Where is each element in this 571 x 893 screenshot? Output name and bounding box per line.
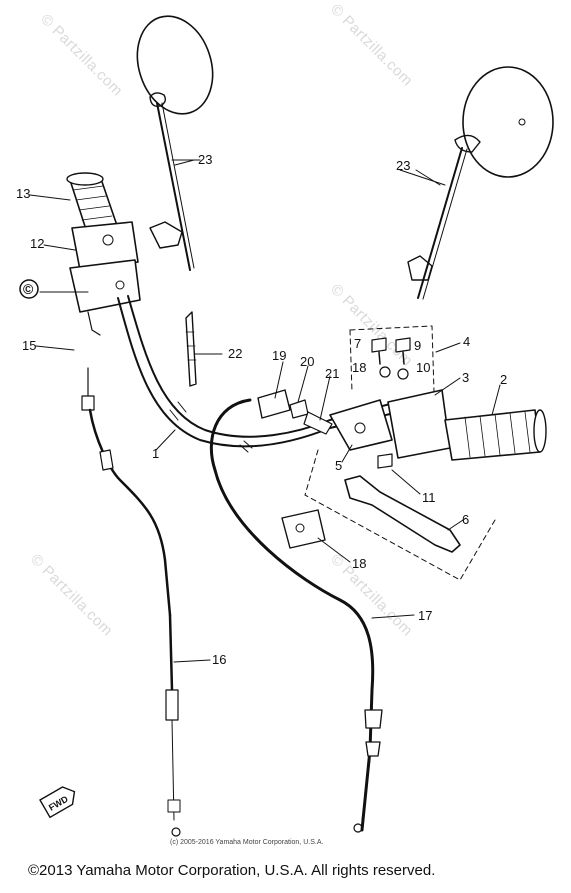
lever-holder-and-right-grip bbox=[329, 389, 547, 461]
cable-adjuster bbox=[257, 389, 333, 435]
callout-16: 16 bbox=[212, 652, 226, 667]
right-mirror bbox=[399, 66, 554, 300]
callout-21: 21 bbox=[325, 366, 339, 381]
callout-23-left: 23 bbox=[198, 152, 212, 167]
cable-tie bbox=[185, 311, 197, 387]
callout-7: 7 bbox=[354, 336, 361, 351]
callout-19: 19 bbox=[272, 348, 286, 363]
small-hardware bbox=[371, 337, 411, 469]
clutch-cable bbox=[209, 398, 383, 833]
left-mirror bbox=[136, 15, 214, 271]
callout-6: 6 bbox=[462, 512, 469, 527]
callout-10: 10 bbox=[416, 360, 430, 375]
callout-12: 12 bbox=[30, 236, 44, 251]
callout-20: 20 bbox=[300, 354, 314, 369]
callout-1: 1 bbox=[152, 446, 159, 461]
small-copyright: (c) 2005-2016 Yamaha Motor Corporation, … bbox=[170, 839, 324, 846]
footer-copyright: ©2013 Yamaha Motor Corporation, U.S.A. A… bbox=[28, 862, 436, 879]
watermark: © Partzilla.com bbox=[27, 551, 116, 640]
watermark: © Partzilla.com bbox=[327, 1, 416, 90]
callout-15: 15 bbox=[22, 338, 36, 353]
callout-3: 3 bbox=[462, 370, 469, 385]
copyright-badge: © bbox=[19, 279, 39, 299]
clutch-lever bbox=[344, 475, 461, 553]
callout-labels: 13 12 15 23 23 22 19 20 21 7 9 4 18 10 3… bbox=[16, 152, 507, 667]
watermark: © Partzilla.com bbox=[327, 551, 416, 640]
callout-2: 2 bbox=[500, 372, 507, 387]
callout-18-upper: 18 bbox=[352, 360, 366, 375]
watermark: © Partzilla.com bbox=[37, 11, 126, 100]
callout-9: 9 bbox=[414, 338, 421, 353]
handlebar bbox=[117, 295, 391, 453]
leader-lines bbox=[29, 159, 501, 663]
callout-22: 22 bbox=[228, 346, 242, 361]
callout-13: 13 bbox=[16, 186, 30, 201]
copyright-symbol: © bbox=[23, 281, 34, 297]
callout-18-lower: 18 bbox=[352, 556, 366, 571]
callout-11: 11 bbox=[422, 490, 436, 505]
callout-17: 17 bbox=[418, 608, 432, 623]
throttle-grip-assembly bbox=[66, 172, 141, 336]
throttle-cable bbox=[81, 367, 181, 837]
kit-outline-boxes bbox=[304, 325, 496, 581]
callout-4: 4 bbox=[463, 334, 470, 349]
fwd-arrow: FWD bbox=[39, 786, 76, 819]
callout-23-right: 23 bbox=[396, 158, 410, 173]
switch-assembly bbox=[281, 509, 326, 549]
watermark-layer: © Partzilla.com © Partzilla.com © Partzi… bbox=[27, 1, 416, 640]
callout-5: 5 bbox=[335, 458, 342, 473]
